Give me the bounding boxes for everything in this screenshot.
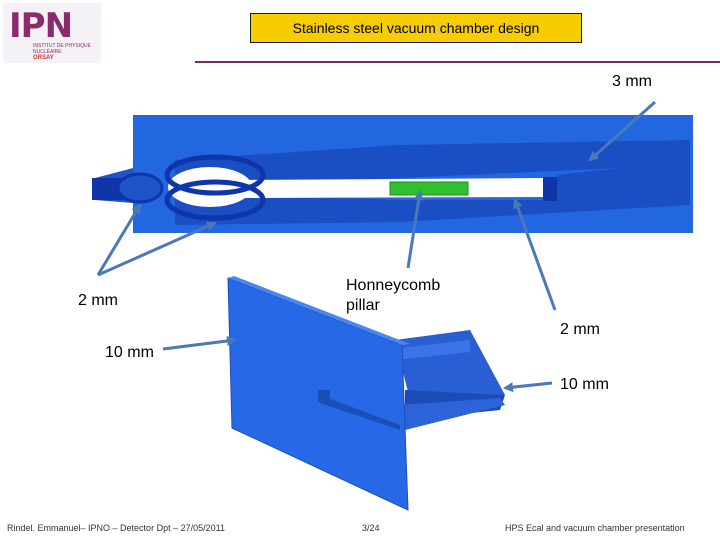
footer-presentation-title: HPS Ecal and vacuum chamber presentation [505, 523, 685, 533]
upper-channel [175, 140, 690, 185]
label-3mm: 3 mm [612, 73, 652, 90]
vacuum-bore [168, 167, 252, 207]
arrow-2mm-left-b [97, 221, 217, 277]
label-pillar-2: pillar [346, 297, 380, 314]
label-2mm-right: 2 mm [560, 321, 600, 338]
arrow-2mm-left-a [96, 203, 142, 276]
footer-page-number: 3/24 [362, 523, 380, 533]
footer-author: Rindel. Emmanuel– IPNO – Detector Dpt – … [7, 523, 225, 533]
label-2mm-left: 2 mm [78, 292, 118, 309]
flange-top-edge [228, 276, 410, 345]
left-tube [116, 172, 164, 204]
label-pillar-1: Honneycomb [346, 277, 441, 294]
slide-title: Stainless steel vacuum chamber design [250, 13, 582, 43]
right-section [557, 160, 690, 205]
label-10mm-right: 10 mm [560, 376, 609, 393]
plate-slot-end [318, 390, 330, 402]
label-10mm-left: 10 mm [105, 344, 154, 361]
header-rule [195, 61, 720, 63]
arrow-10mm-right [503, 381, 553, 393]
logo-mark: IPN [9, 6, 73, 46]
chamber-cross-section [92, 115, 693, 233]
callout-arrows [96, 100, 656, 393]
plate-slot [320, 395, 400, 430]
arrow-3mm [588, 100, 656, 162]
upper-ring [164, 154, 266, 196]
ipn-logo: IPN INSTITUT DE PHYSIQUE NUCLÉAIRE ORSAY [3, 3, 101, 63]
right-wall [543, 177, 557, 201]
arrow-2mm-right [513, 198, 557, 311]
tube-lip [400, 398, 505, 430]
chamber-3d-view [227, 276, 505, 511]
logo-city: ORSAY [33, 55, 54, 61]
lower-ring [164, 179, 266, 221]
arrow-pillar [406, 190, 424, 269]
arrow-10mm-left [162, 336, 237, 351]
honeycomb-pillar [389, 181, 469, 196]
logo-subtitle: INSTITUT DE PHYSIQUE NUCLÉAIRE [33, 43, 91, 55]
tube-top [395, 330, 505, 400]
